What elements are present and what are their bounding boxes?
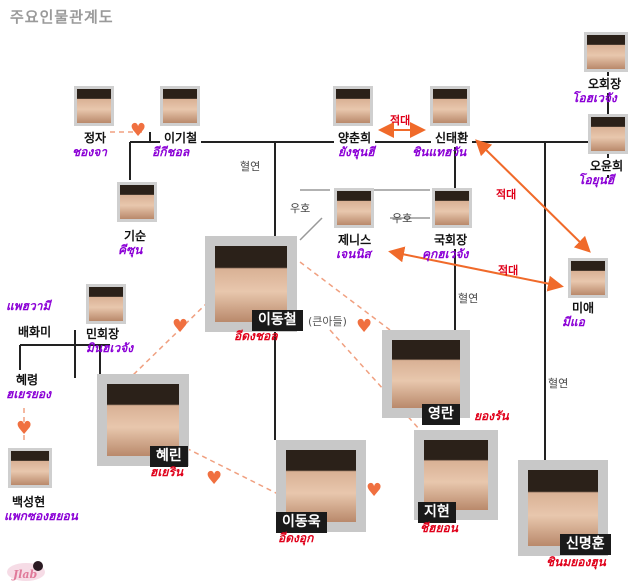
love-line-donguk <box>169 439 291 501</box>
relation-enemy-right: 적대 <box>496 188 517 201</box>
photo-miae <box>568 258 608 298</box>
note-idongcheol: (큰아들) <box>308 315 347 328</box>
photo-yangchunhui <box>333 86 373 126</box>
love-line-yeongran <box>299 261 391 331</box>
enemy-arrow-right <box>475 139 591 253</box>
name-jihyeon: 지현 <box>418 502 456 523</box>
name-idongcheol: 이동철 <box>252 310 303 331</box>
photo-igicheol <box>160 86 200 126</box>
relation-blood-mid: 혈연 <box>458 292 479 305</box>
thai-jeongja: ชองจา <box>72 145 107 159</box>
name-hyeryeong: 혜령 <box>12 372 43 389</box>
photo-jenis <box>334 188 374 228</box>
name-oyunhui: 오윤희 <box>586 158 628 175</box>
relation-enemy: 적대 <box>390 114 411 127</box>
thai-hyeryeong: ฮเยรยอง <box>6 387 51 401</box>
heart-icon: ♥ <box>206 468 223 489</box>
name-gisun: 기순 <box>120 228 151 245</box>
thai-ohoejang: โอฮเวจัง <box>572 91 617 105</box>
relation-enemy-mid: 적대 <box>498 264 519 277</box>
thai-jenis: เจนนิส <box>336 247 371 261</box>
thai-igicheol: อีกีชอล <box>152 145 190 159</box>
name-minhoejang: 민회장 <box>82 326 124 343</box>
name-baekseonghyeon: 백성현 <box>8 494 50 511</box>
thai-yangchunhui: ยังชุนฮี <box>338 145 375 159</box>
name-sinmyeonghun: 신명훈 <box>560 534 611 555</box>
thai-miae: มีแอ <box>562 315 585 329</box>
relation-blood-right: 혈연 <box>548 377 569 390</box>
name-sintaehwan: 신태환 <box>431 130 473 147</box>
photo-idonguk <box>276 440 366 532</box>
photo-minhoejang <box>86 284 126 324</box>
thai-hyerin: ฮเยริน <box>150 465 184 479</box>
heart-icon: ♥ <box>172 316 189 337</box>
name-jenis: 제니스 <box>334 232 376 249</box>
thai-baekseonghyeon: แพกซองฮยอน <box>4 509 78 523</box>
name-gukhoejang: 국회장 <box>430 232 472 249</box>
enemy-arrow-mid <box>388 246 564 292</box>
jlab-logo-icon <box>7 561 45 581</box>
thai-sintaehwan: ชินแทฮวัน <box>412 145 467 159</box>
thai-minhoejang: มินฮเวจัง <box>86 341 134 355</box>
name-ohoejang: 오회장 <box>584 76 626 93</box>
relation-friend-right: 우호 <box>392 212 413 225</box>
name-baehwami: 배화미 <box>14 324 56 341</box>
heart-icon: ♥ <box>366 480 383 501</box>
photo-gisun <box>117 182 157 222</box>
name-idonguk: 이동욱 <box>276 512 327 533</box>
heart-icon: ♥ <box>16 418 33 439</box>
relation-friend-left: 우호 <box>290 202 311 215</box>
thai-idongcheol: อีดงชอล <box>234 329 278 343</box>
photo-ohoejang <box>584 32 628 72</box>
photo-sintaehwan <box>430 86 470 126</box>
thai-baehwami: แพฮวามี <box>6 299 51 313</box>
photo-oyunhui <box>588 114 628 154</box>
name-jeongja: 정자 <box>80 130 111 147</box>
thai-sinmyeonghun: ชินมยองฮุน <box>546 555 606 569</box>
thai-gisun: คีซุน <box>118 243 143 257</box>
name-igicheol: 이기철 <box>160 130 202 147</box>
thai-jihyeon: ชีฮยอน <box>420 521 458 535</box>
diagram-title: 주요인물관계도 <box>10 8 114 26</box>
heart-icon: ♥ <box>130 120 147 141</box>
name-hyerin: 혜린 <box>150 446 188 467</box>
heart-icon: ♥ <box>356 316 373 337</box>
logo-text: Jlab <box>13 568 38 581</box>
name-miae: 미애 <box>568 300 599 317</box>
thai-gukhoejang: คุกฮเวจัง <box>422 247 469 261</box>
photo-yeongran <box>382 330 470 418</box>
photo-jeongja <box>74 86 114 126</box>
photo-gukhoejang <box>432 188 472 228</box>
name-yeongran: 영란 <box>422 404 460 425</box>
thai-oyunhui: โอยุนฮี <box>578 173 615 187</box>
relation-blood: 혈연 <box>240 160 261 173</box>
thai-yeongran: ยองรัน <box>474 409 509 423</box>
thai-idonguk: อีดงอุก <box>278 531 314 545</box>
love-line-hyerin <box>129 301 209 379</box>
photo-baekseonghyeon <box>8 448 52 488</box>
name-yangchunhui: 양춘희 <box>334 130 376 147</box>
